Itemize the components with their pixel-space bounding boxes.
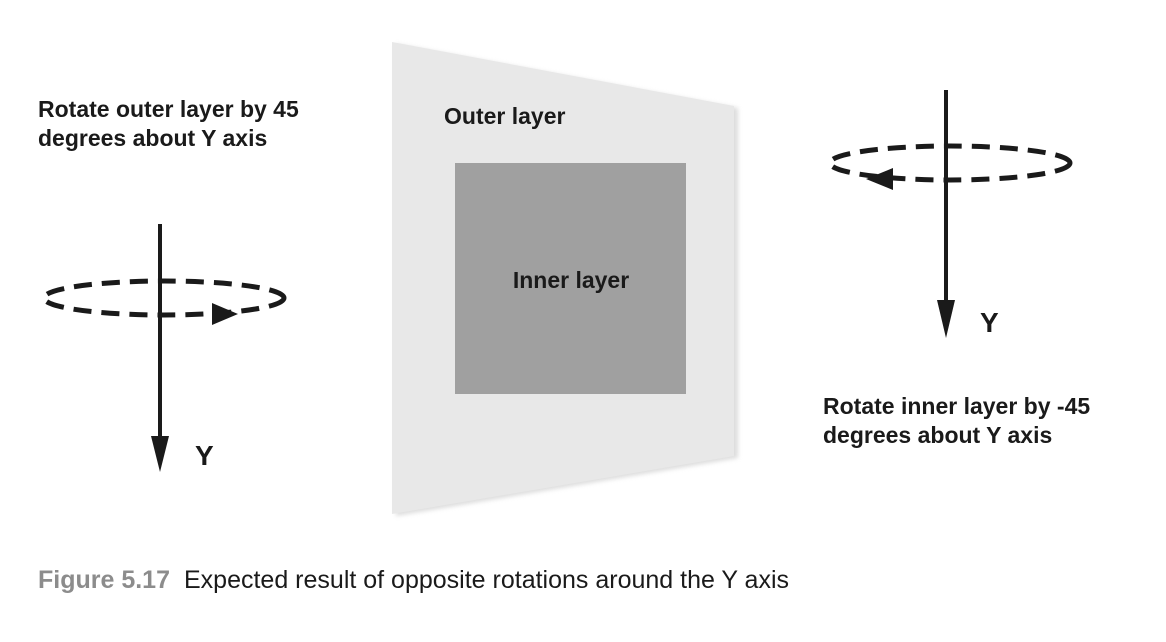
right-rotation-ellipse [827, 143, 1073, 183]
figure-caption: Figure 5.17 Expected result of opposite r… [38, 566, 789, 595]
left-note-line1: Rotate outer layer by 45 [38, 96, 299, 122]
right-y-axis-label: Y [980, 307, 999, 338]
right-note-line1: Rotate inner layer by -45 [823, 393, 1090, 419]
left-y-axis-arrowhead [151, 436, 169, 472]
left-rotation-ellipse [41, 278, 287, 318]
right-note-line2: degrees about Y axis [823, 422, 1052, 448]
inner-layer: Inner layer [455, 163, 686, 394]
figure-number: Figure 5.17 [38, 566, 170, 594]
left-rotation-arrowhead [212, 303, 238, 325]
right-rotation-arrowhead [866, 168, 893, 190]
inner-layer-plane [455, 163, 686, 394]
figure-caption-text: Expected result of opposite rotations ar… [184, 566, 790, 594]
inner-layer-label: Inner layer [513, 267, 629, 293]
right-rotation-axis: Y [827, 90, 1073, 338]
left-note-line2: degrees about Y axis [38, 125, 267, 151]
right-y-axis-arrowhead [937, 300, 955, 338]
left-y-axis-label: Y [195, 440, 214, 471]
outer-layer-label: Outer layer [444, 103, 565, 129]
left-rotation-axis: Y [41, 224, 287, 472]
